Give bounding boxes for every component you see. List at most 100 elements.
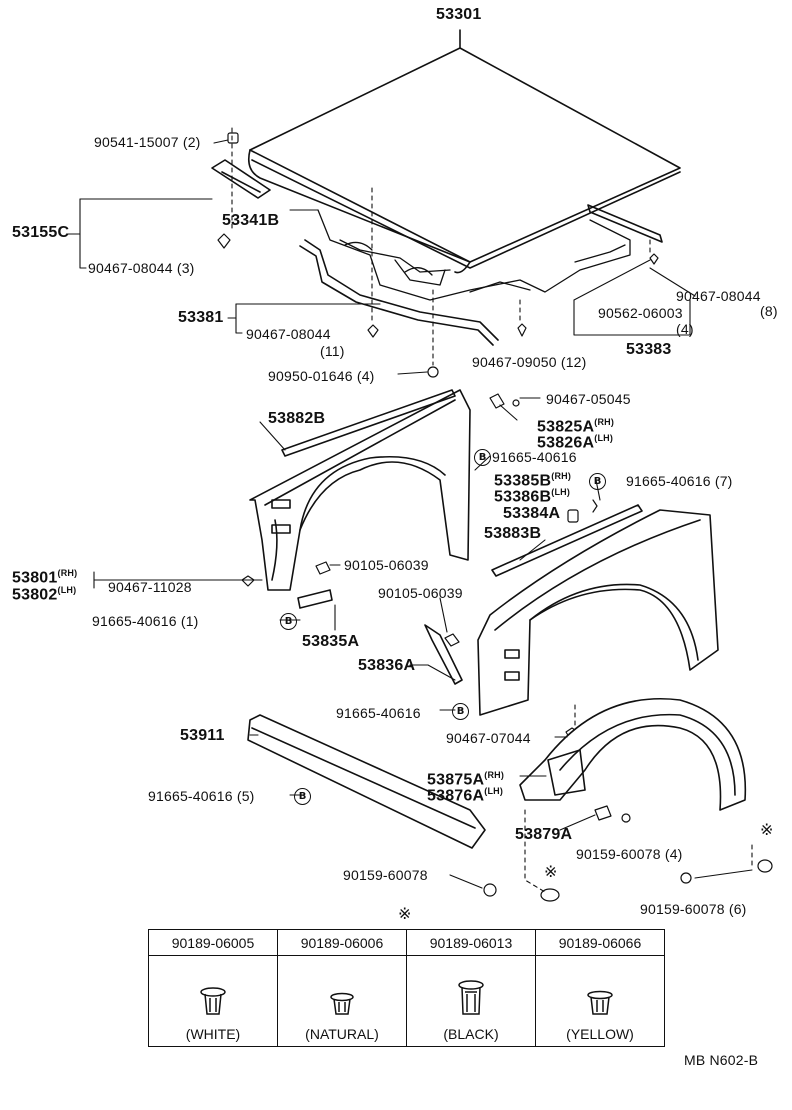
label-rivet: 90562-06003: [598, 305, 683, 321]
label-bolt-b-qty1-qty: (1): [180, 613, 199, 629]
clip-header-3: 90189-06013: [406, 929, 536, 956]
label-hood-seal-1: 53381: [178, 309, 224, 326]
label-screw-2: 90105-06039: [378, 585, 463, 601]
label-bolt-b-2: 91665-40616: [336, 705, 421, 721]
label-clip-a-3-part: 90467-08044: [88, 260, 173, 276]
label-bolt-b-5: 91665-40616 (5): [148, 788, 255, 804]
label-bolt-b-5-part: 91665-40616: [148, 788, 233, 804]
label-clip-a-8-qty: (8): [760, 303, 778, 319]
label-mudguard-bracket-2: 53836A: [358, 657, 416, 674]
clip-header-2: 90189-06006: [277, 929, 407, 956]
label-clip-e: 90467-07044: [446, 730, 531, 746]
label-bolt-b-7-part: 91665-40616: [626, 473, 711, 489]
note-mark-1: ※: [760, 820, 774, 839]
label-cushion-qty: (4): [356, 368, 375, 384]
clip-natural-icon: [330, 992, 354, 1015]
front-spoiler: [247, 714, 486, 849]
label-fender-protector-lh: 53386B(LH): [494, 483, 570, 506]
label-clip-a-8: 90467-08044: [676, 288, 761, 304]
label-screw-1: 90105-06039: [344, 557, 429, 573]
label-bolt-b-7-qty: (7): [714, 473, 733, 489]
clip-header-1: 90189-06005: [148, 929, 278, 956]
clip-black-icon: [458, 980, 484, 1015]
hood-inner-frame: [317, 209, 631, 301]
label-liner-rh-part: 53875A: [427, 771, 485, 789]
label-mudguard-bracket: 53835A: [302, 633, 360, 650]
label-hinge-bracket: 53155C: [12, 224, 70, 241]
small-fasteners: [217, 132, 773, 902]
label-hood: 53301: [436, 6, 482, 23]
label-fender-brace-lh: 53826A(LH): [537, 429, 613, 452]
label-fender-seal: 53882B: [268, 410, 326, 427]
label-clip-a-3-qty: (3): [176, 260, 195, 276]
label-fender-protector-rh: 53385B(RH): [494, 467, 571, 490]
label-fender-lh-part: 53802: [12, 586, 58, 604]
label-screw-b-4: 90159-60078 (4): [576, 846, 683, 862]
clip-table-header-row: 90189-06005 90189-06006 90189-06013 9018…: [148, 929, 665, 956]
circle-b-marker-5: B: [294, 788, 311, 805]
circle-b-marker-4: B: [452, 703, 469, 720]
label-hood-bolt-part: 90541-15007: [94, 134, 179, 150]
fender-seal-strip-right: [491, 504, 643, 577]
note-mark-2: ※: [544, 862, 558, 881]
note-mark-3: ※: [398, 904, 412, 923]
label-liner-extension: 53879A: [515, 826, 573, 843]
clip-cell-4: (YELLOW): [535, 955, 665, 1047]
hood-panel: [247, 29, 681, 274]
label-hood-bolt-qty: (2): [182, 134, 201, 150]
hood-hinge-bracket: [211, 159, 271, 199]
label-clip-b: 90467-09050 (12): [472, 354, 587, 370]
label-hood-bolt: 90541-15007 (2): [94, 134, 201, 150]
hood-seal-right: [587, 204, 663, 243]
circle-b-marker-3: B: [280, 613, 297, 630]
label-screw-b-4-qty: (4): [664, 846, 683, 862]
leader-lines: [67, 139, 753, 889]
label-screw-b: 90159-60078: [343, 867, 428, 883]
label-clip-d: 90467-11028: [108, 579, 192, 595]
hood-seal-strip: [299, 239, 499, 346]
label-hood-insulator: 53341B: [222, 212, 280, 229]
label-fender-pad: 53384A: [503, 505, 561, 522]
label-fender-protector-lh-part: 53386B: [494, 488, 552, 506]
label-fender-rh-side: (RH): [57, 568, 78, 578]
clip-color-table: 90189-06005 90189-06006 90189-06013 9018…: [148, 929, 665, 1047]
label-bolt-b-qty1: 91665-40616 (1): [92, 613, 199, 629]
label-screw-b-6-part: 90159-60078: [640, 901, 725, 917]
label-clip-b-part: 90467-09050: [472, 354, 557, 370]
fender-seal-strip: [281, 389, 456, 457]
label-bolt-b-7: 91665-40616 (7): [626, 473, 733, 489]
label-liner-lh-part: 53876A: [427, 787, 485, 805]
label-liner-rh: 53875A(RH): [427, 766, 504, 789]
mudguard-brackets: [297, 589, 463, 685]
label-liner-lh: 53876A(LH): [427, 782, 503, 805]
label-screw-b-4-part: 90159-60078: [576, 846, 661, 862]
label-clip-c: 90467-05045: [546, 391, 631, 407]
label-screw-b-6-qty: (6): [728, 901, 747, 917]
circle-b-marker-2: B: [589, 473, 606, 490]
left-fender: [249, 389, 471, 591]
label-front-spoiler: 53911: [180, 727, 225, 744]
label-liner-lh-side: (LH): [484, 786, 504, 796]
label-fender-brace-rh: 53825A(RH): [537, 413, 614, 436]
fender-liner: [519, 698, 747, 811]
label-cushion-part: 90950-01646: [268, 368, 353, 384]
label-fender-brace-lh-part: 53826A: [537, 434, 595, 452]
label-liner-rh-side: (RH): [484, 770, 505, 780]
label-fender-rh: 53801(RH): [12, 564, 77, 587]
clip-table-body-row: (WHITE) (NATURAL) (BLACK) (YELLOW): [148, 955, 665, 1047]
clip-header-4: 90189-06066: [535, 929, 665, 956]
label-clip-a-3: 90467-08044 (3): [88, 260, 195, 276]
clip-cell-2: (NATURAL): [277, 955, 407, 1047]
figure-code: MB N602-B: [684, 1052, 759, 1068]
label-fender-brace-rh-part: 53825A: [537, 418, 595, 436]
label-rivet-qty: (4): [676, 321, 694, 337]
label-hood-seal-2: 53383: [626, 341, 672, 358]
clip-cell-1: (WHITE): [148, 955, 278, 1047]
label-clip-a-11-qty: (11): [320, 343, 345, 359]
label-fender-lh: 53802(LH): [12, 581, 76, 604]
label-bolt-b-5-qty: (5): [236, 788, 255, 804]
label-screw-b-6: 90159-60078 (6): [640, 901, 747, 917]
clip-yellow-icon: [587, 990, 613, 1015]
label-fender-rh-part: 53801: [12, 569, 58, 587]
